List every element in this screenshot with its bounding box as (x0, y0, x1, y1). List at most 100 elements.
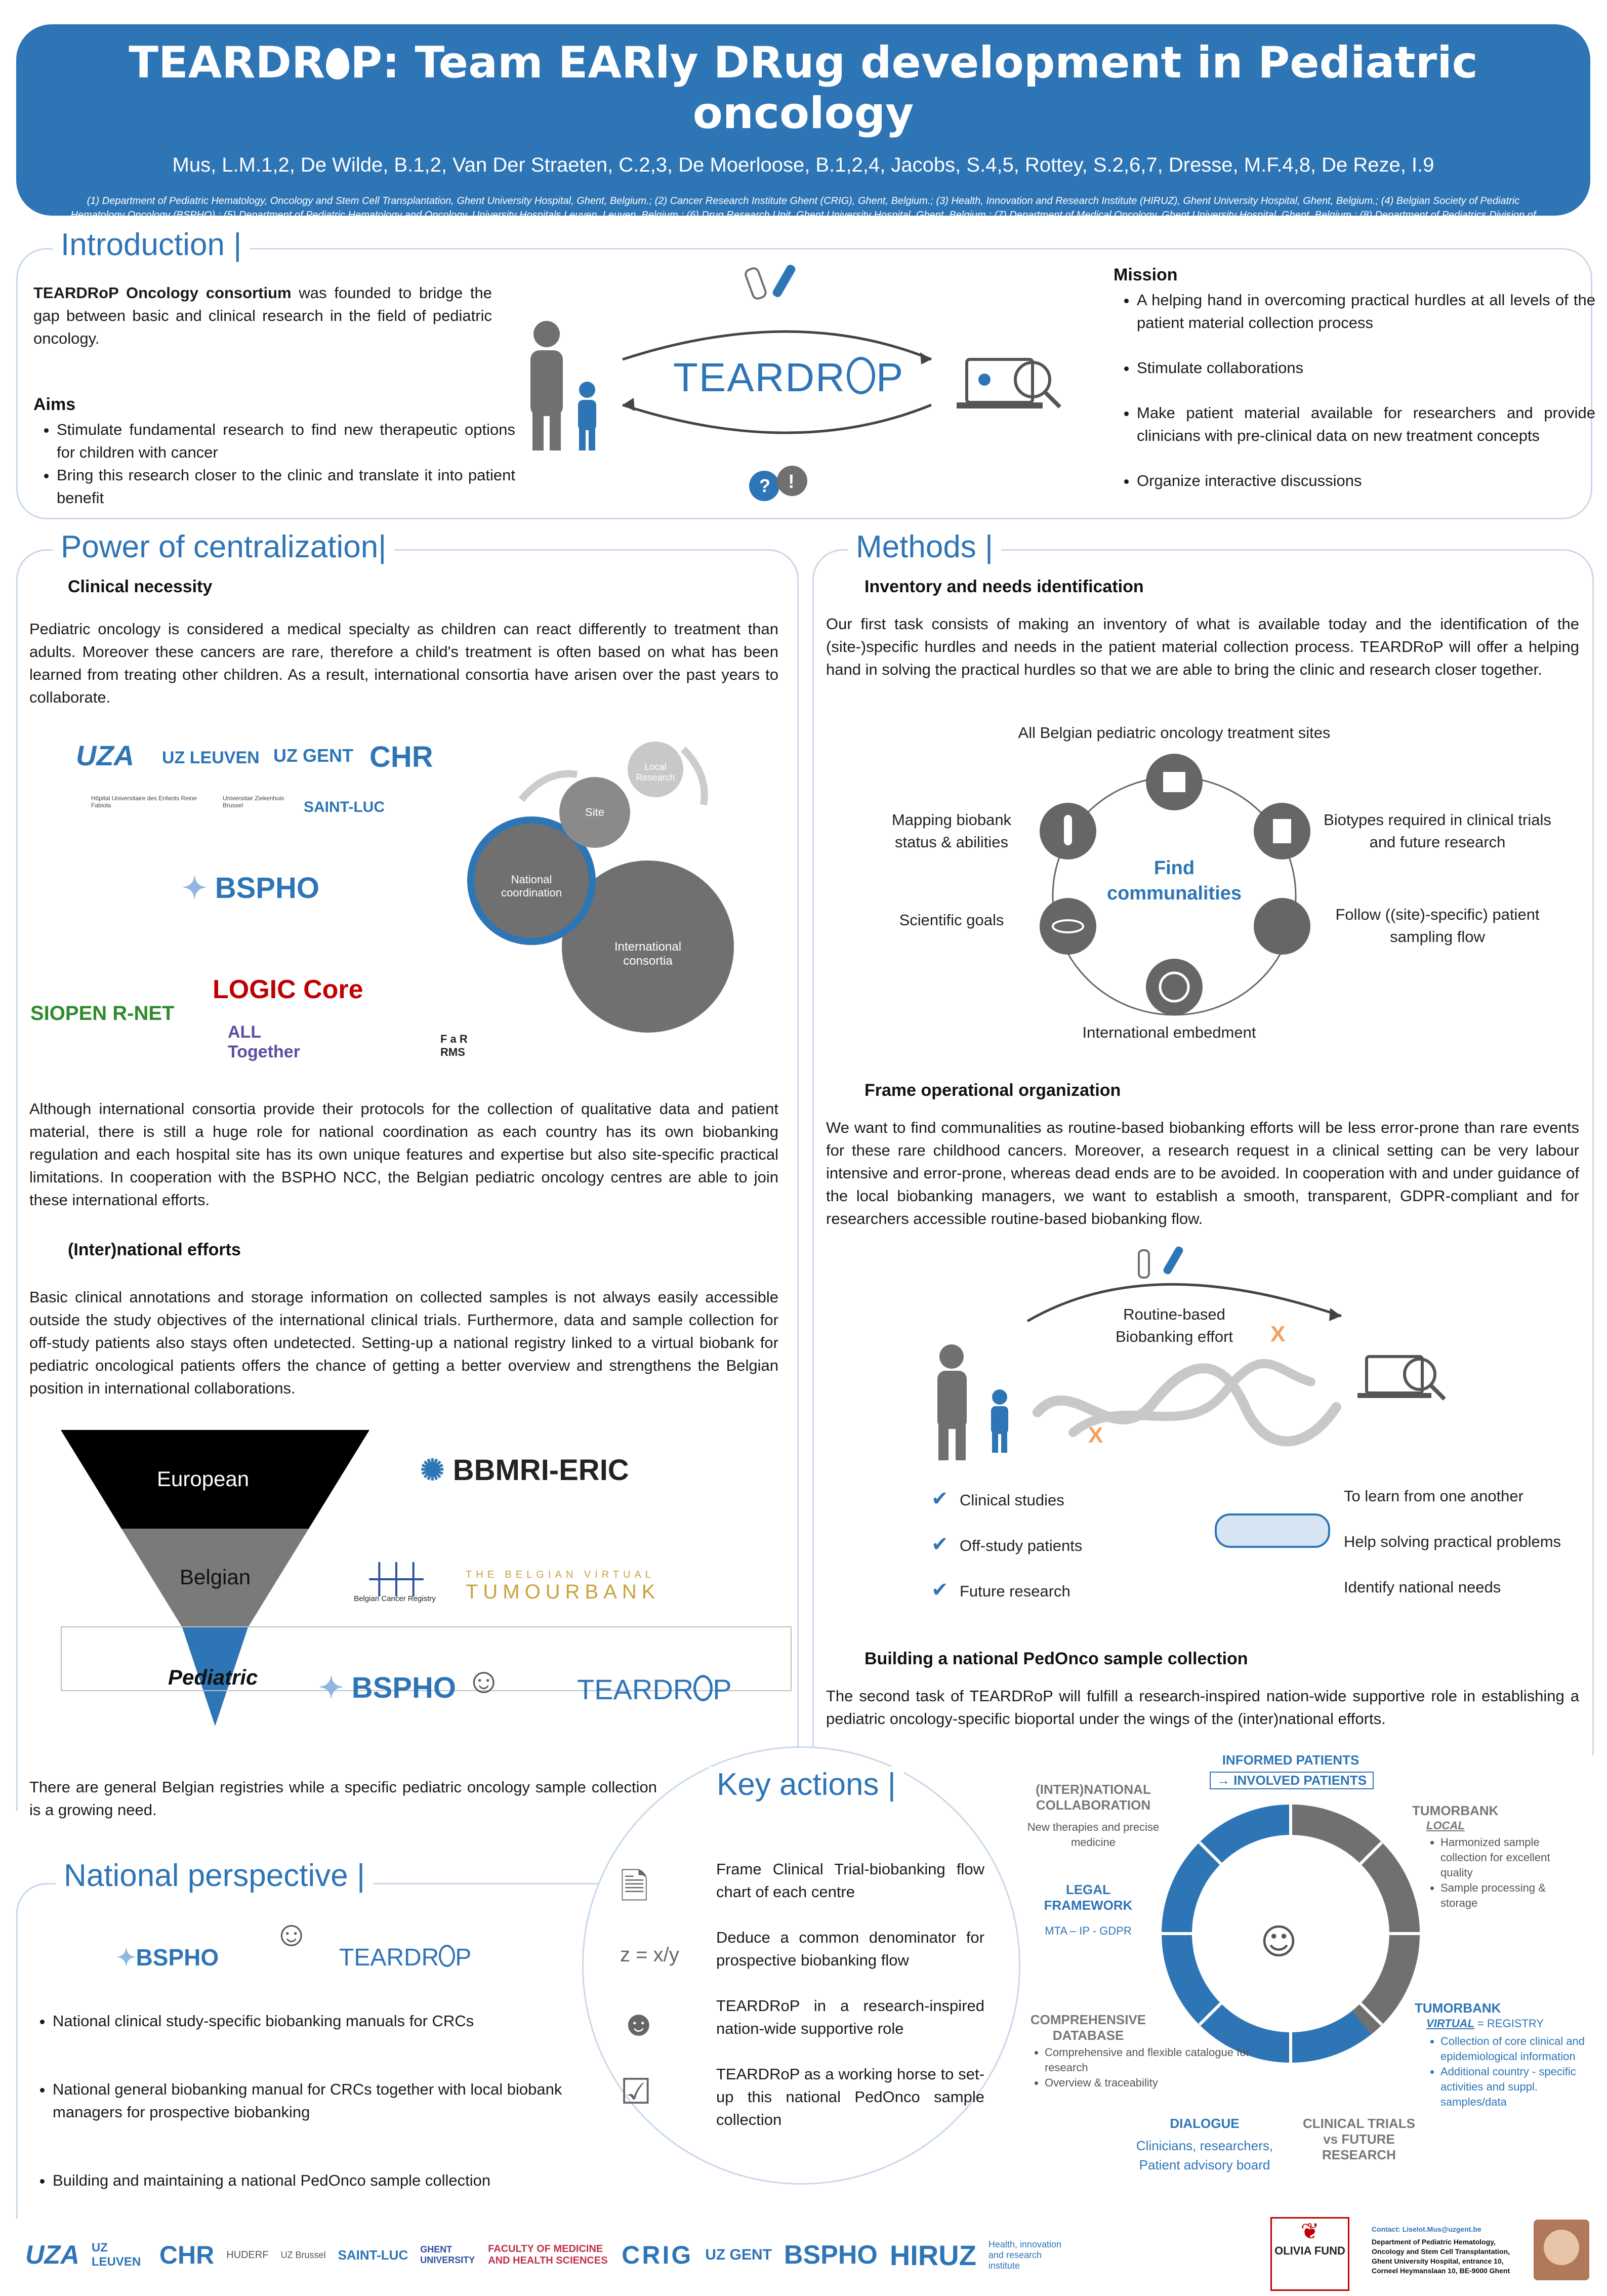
drop-icon (693, 1675, 713, 1701)
pedonco-title: Building a national PedOnco sample colle… (864, 1649, 1248, 1668)
people-walking-icon (1254, 898, 1310, 955)
portal-tb-virtual-list: Collection of core clinical and epidemio… (1426, 2034, 1592, 2110)
cycle-left2-label: Scientific goals (899, 911, 1004, 929)
bspho-logo-pediatric: ✦ BSPHO (319, 1671, 456, 1704)
siopen-logo: SIOPEN R-NET (30, 1002, 175, 1024)
aim-item: Bring this research closer to the clinic… (57, 464, 515, 509)
aim-item: Stimulate fundamental research to find n… (57, 418, 515, 464)
portal-involved: → INVOLVED PATIENTS (1210, 1772, 1374, 1789)
portal-tb-local-heading: TUMORBANK (1412, 1803, 1499, 1818)
atom-icon (1040, 898, 1096, 955)
efforts-text: Basic clinical annotations and storage i… (29, 1288, 778, 1397)
footer-logo: BSPHO (784, 2240, 878, 2270)
inventory-text: Our first task consists of making an inv… (826, 615, 1579, 678)
portal-tb-virtual-sub: VIRTUAL = REGISTRY (1426, 2017, 1544, 2030)
key-item: TEARDRoP as a working horse to set-up th… (716, 2065, 984, 2128)
gear-label-international: International consortia (614, 940, 682, 968)
portal-ring-diagram: ☺ (1159, 1802, 1422, 2065)
footer-logo: Health, innovation and research institut… (988, 2239, 1062, 2271)
portal-informed: INFORMED PATIENTS (1222, 1752, 1359, 1768)
mission-list: A helping hand in overcoming practical h… (1114, 289, 1595, 492)
goals-list: To learn from one another Help solving p… (1344, 1487, 1561, 1624)
mission-title: Mission (1114, 265, 1178, 284)
portal-legal-heading: LEGAL FRAMEWORK (1044, 1882, 1133, 1913)
authors: Mus, L.M.1,2, De Wilde, B.1,2, Van Der S… (172, 154, 1434, 176)
methods-title: Methods | (848, 529, 1002, 565)
handshake-icon (1215, 1513, 1330, 1548)
cycle-top-label: All Belgian pediatric oncology treatment… (1018, 724, 1331, 742)
national-item: Building and maintaining a national PedO… (53, 2169, 599, 2192)
bbmri-logo: ✺ BBMRI-ERIC (420, 1454, 629, 1487)
gear-international (562, 860, 734, 1033)
key-actions-circle (582, 1746, 1020, 2185)
footer-logo: GHENT UNIVERSITY (420, 2244, 475, 2265)
clinical-necessity-title: Clinical necessity (68, 577, 213, 596)
national-panel (16, 1883, 630, 2219)
mission-item: Stimulate collaborations (1137, 356, 1595, 379)
checks-list: ✔ Clinical studies ✔ Off-study patients … (931, 1487, 1082, 1624)
check-icon: ✔ (931, 1488, 949, 1510)
footer-logo: CRIG (622, 2241, 693, 2269)
affiliations: (1) Department of Pediatric Hematology, … (70, 195, 1536, 235)
portal-dialogue-heading: DIALOGUE (1170, 2116, 1240, 2131)
cycle-diagram (1040, 754, 1310, 1016)
portal-compdb-list: Comprehensive and flexible catalogue for… (1027, 2045, 1257, 2090)
aims-title: Aims (33, 395, 76, 414)
uzleuven-logo: UZ LEUVEN (162, 748, 260, 767)
consortia-text: Although international consortia provide… (29, 1100, 778, 1209)
footer-logo: FACULTY OF MEDICINE AND HEALTH SCIENCES (488, 2243, 608, 2266)
intro-cycle-illustration: ? ! (530, 265, 1061, 501)
registries-text: There are general Belgian registries whi… (29, 1778, 657, 1819)
portal-tb-local-list: Harmonized sample collection for excelle… (1426, 1835, 1572, 1911)
key-actions-title: Key actions | (709, 1767, 904, 1802)
kids-figure-icon: ☺ (466, 1661, 502, 1700)
goal-item: Identify national needs (1344, 1578, 1501, 1596)
key-list: Frame Clinical Trial-biobanking flow cha… (716, 1858, 984, 2131)
mission-item: A helping hand in overcoming practical h… (1137, 289, 1595, 334)
national-item: National general biobanking manual for C… (53, 2078, 599, 2123)
key-icons: 🗎 z = x/y ☻ ☑ (620, 1853, 679, 2126)
mission-item: Organize interactive discussions (1137, 469, 1595, 492)
footer-logo: UZ LEUVEN (91, 2241, 141, 2269)
key-item: TEARDRoP in a research-inspired nation-w… (716, 1997, 984, 2037)
key-item: Frame Clinical Trial-biobanking flow cha… (716, 1860, 984, 1901)
network-icon: ✺ (420, 1454, 453, 1487)
hub-logo: Hôpital Universitaire des Enfants Reine … (91, 795, 197, 809)
laptop-dna-icon (1357, 1355, 1446, 1401)
gear-label-national: National coordination (501, 873, 562, 899)
juggler-icon: ☻ (620, 2003, 657, 2043)
question-exclamation-icon: ? ! (749, 466, 807, 501)
check-row: ✔ Off-study patients (931, 1533, 1083, 1555)
footer-logo: HIRUZ (889, 2239, 976, 2271)
funnel-label-european: European (157, 1467, 250, 1491)
check-row: ✔ Clinical studies (931, 1488, 1064, 1510)
alltogether-logo: ALL Together (228, 1022, 300, 1061)
gear-label-local: Local Research (636, 762, 675, 783)
portal-ring-grey (1290, 1805, 1420, 2035)
drop-icon (326, 48, 350, 79)
laptop-dna-icon (957, 358, 1061, 408)
funnel-label-belgian: Belgian (180, 1565, 251, 1589)
cycle-right1-label: Biotypes required in clinical trials and… (1324, 811, 1551, 851)
aims-list: Stimulate fundamental research to find n… (33, 418, 515, 509)
clinical-necessity-text: Pediatric oncology is considered a medic… (29, 620, 778, 706)
leaf-icon: ❦ (1300, 2219, 1320, 2244)
uza-logo: UZA (76, 740, 135, 771)
bird-icon: ✦ (116, 1944, 136, 1971)
goal-item: To learn from one another (1344, 1487, 1523, 1505)
gear-national (467, 816, 596, 945)
key-item: Deduce a common denominator for prospect… (716, 1929, 984, 1969)
portal-tb-virtual-heading: TUMORBANK (1415, 2000, 1501, 2016)
bspho-logo: ✦ BSPHO (182, 872, 319, 905)
intro-consortium-text: TEARDRoP Oncology consortium was founded… (33, 284, 492, 347)
svg-text:!: ! (788, 471, 795, 493)
power-title: Power of centralization| (53, 529, 395, 565)
footer-logos: UZA UZ LEUVEN CHR HUDERF UZ Brussel SAIN… (25, 2232, 1336, 2278)
svg-text:X: X (1270, 1322, 1285, 1346)
portal-collab-heading: (INTER)NATIONAL COLLABORATION (1036, 1782, 1151, 1813)
globe-icon (1146, 959, 1203, 1015)
